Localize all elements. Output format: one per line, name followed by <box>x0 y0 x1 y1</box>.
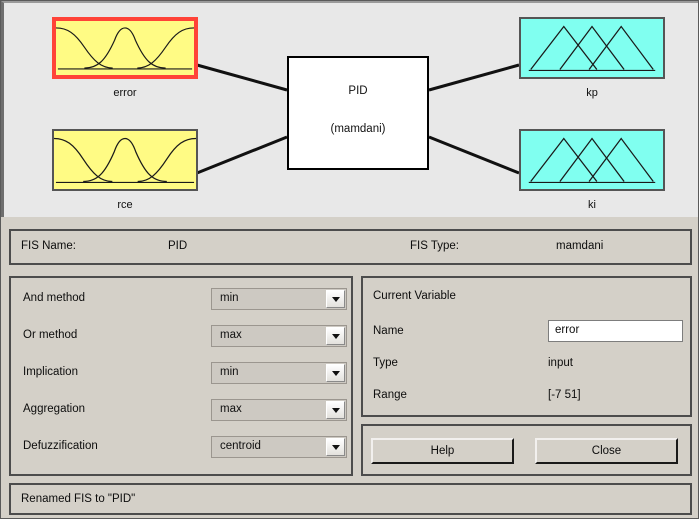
or-method-label: Or method <box>23 329 78 341</box>
chevron-down-icon[interactable] <box>326 401 345 419</box>
chevron-down-icon[interactable] <box>326 364 345 382</box>
fis-system-block[interactable]: PID (mamdani) <box>287 56 429 170</box>
dialog-buttons-group: Help Close <box>361 424 692 476</box>
fis-name-label: FIS Name: <box>21 240 76 252</box>
fis-type-label: FIS Type: <box>410 240 460 252</box>
aggregation-dropdown[interactable]: max <box>211 399 347 421</box>
close-button[interactable]: Close <box>535 438 678 464</box>
variable-label-kp: kp <box>586 87 598 99</box>
fis-block-type: (mamdani) <box>330 123 386 135</box>
variable-type-label: Type <box>373 357 398 369</box>
fis-variable-node-error[interactable]: error <box>52 17 198 115</box>
chevron-down-icon[interactable] <box>326 327 345 345</box>
help-button[interactable]: Help <box>371 438 514 464</box>
implication-label: Implication <box>23 366 78 378</box>
variable-label-rce: rce <box>117 199 133 211</box>
aggregation-label: Aggregation <box>23 403 86 415</box>
fis-variable-node-ki[interactable]: ki <box>519 129 665 227</box>
output-variable-box-kp[interactable] <box>519 17 665 79</box>
variable-name-value: error <box>555 324 580 336</box>
implication-dropdown[interactable]: min <box>211 362 347 384</box>
fis-type-value: mamdani <box>556 240 604 252</box>
defuzzification-dropdown[interactable]: centroid <box>211 436 347 458</box>
variable-range-label: Range <box>373 389 407 401</box>
or-method-dropdown[interactable]: max <box>211 325 347 347</box>
membership-function-preview-triangular <box>528 25 656 72</box>
status-bar: Renamed FIS to "PID" <box>9 483 692 515</box>
properties-panel: FIS Name: PID FIS Type: mamdani And meth… <box>1 217 698 518</box>
defuzzification-value: centroid <box>220 440 261 452</box>
fis-info-group: FIS Name: PID FIS Type: mamdani <box>9 229 692 265</box>
membership-function-preview-triangular <box>528 137 656 184</box>
membership-function-preview-gaussian <box>56 27 194 70</box>
fis-block-name: PID <box>348 85 368 97</box>
aggregation-value: max <box>220 403 242 415</box>
defuzzification-label: Defuzzification <box>23 440 98 452</box>
input-variable-box-error[interactable] <box>52 17 198 79</box>
membership-function-preview-gaussian <box>54 137 196 184</box>
and-method-dropdown[interactable]: min <box>211 288 347 310</box>
variable-label-ki: ki <box>588 199 596 211</box>
variable-name-label: Name <box>373 325 404 337</box>
output-variable-box-ki[interactable] <box>519 129 665 191</box>
current-variable-group: Current Variable Name error Type input R… <box>361 276 692 417</box>
chevron-down-icon[interactable] <box>326 290 345 308</box>
variable-label-error: error <box>113 87 137 99</box>
fis-diagram-canvas: error rce PID (mamdani) <box>1 1 698 217</box>
variable-type-value: input <box>548 357 573 369</box>
or-method-value: max <box>220 329 242 341</box>
current-variable-title: Current Variable <box>373 290 456 302</box>
chevron-down-icon[interactable] <box>326 438 345 456</box>
variable-name-input[interactable]: error <box>548 320 683 342</box>
fis-variable-node-kp[interactable]: kp <box>519 17 665 115</box>
inference-methods-group: And method min Or method max Implication… <box>9 276 353 476</box>
and-method-value: min <box>220 292 239 304</box>
and-method-label: And method <box>23 292 86 304</box>
status-message: Renamed FIS to "PID" <box>21 493 136 505</box>
fis-name-value: PID <box>168 240 188 252</box>
input-variable-box-rce[interactable] <box>52 129 198 191</box>
fis-variable-node-rce[interactable]: rce <box>52 129 198 227</box>
implication-value: min <box>220 366 239 378</box>
variable-range-value: [-7 51] <box>548 389 581 401</box>
